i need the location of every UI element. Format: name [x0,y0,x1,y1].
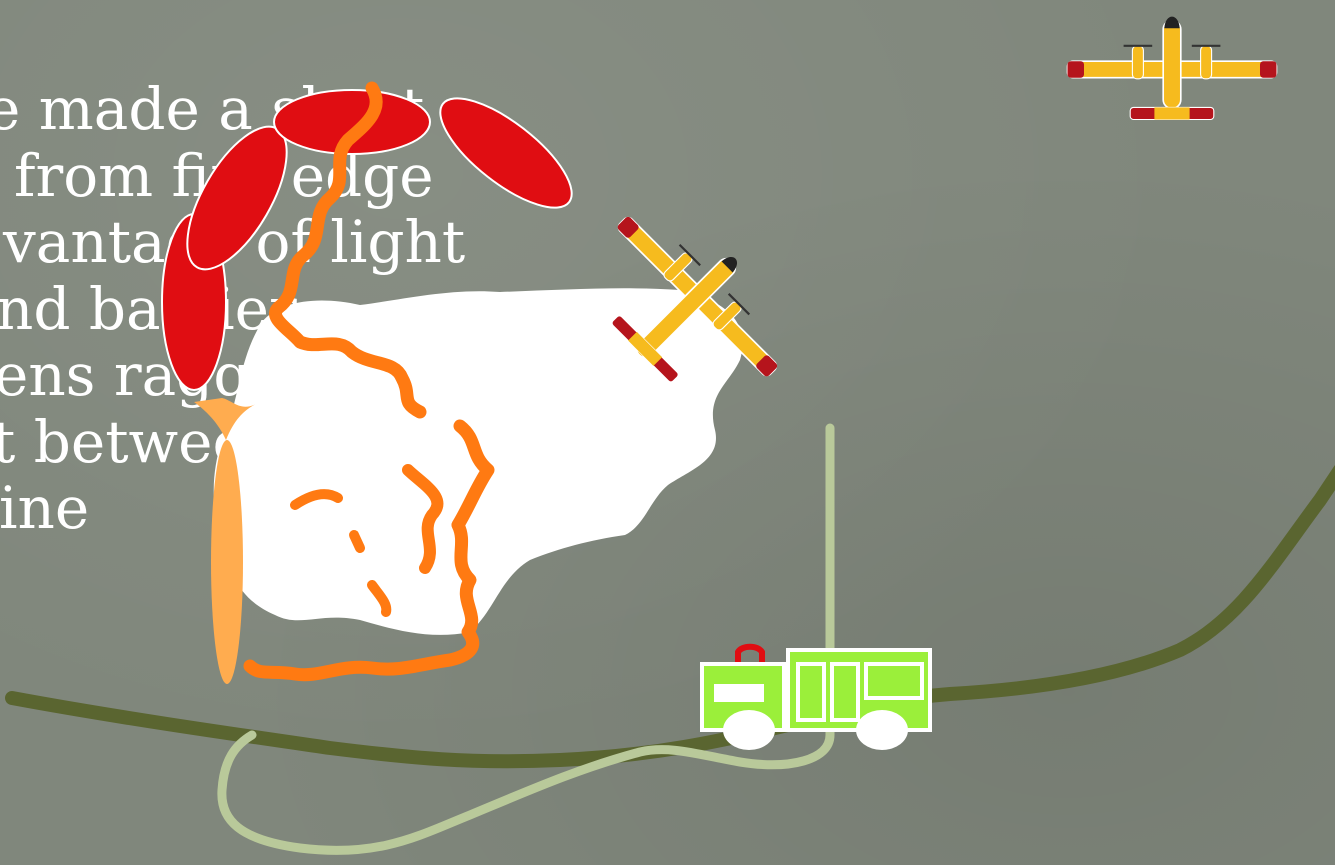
airtanker-nose [1164,17,1179,29]
airtanker-wing-tip [1260,61,1277,77]
engine-window [714,684,764,702]
engine-wheel [723,710,775,750]
fire-spot [354,535,360,548]
ground-line [12,470,1335,761]
engine-wheel [856,710,908,750]
airtanker-icon [1068,17,1277,120]
airtanker-fuselage [1163,20,1181,108]
engine-light-bar [738,647,762,662]
airtanker-tailplane-core [1154,107,1189,119]
airtanker-wing-tip [1068,61,1085,77]
spot-fire [211,440,243,684]
retardant-drop [424,80,587,226]
airtanker-engine [1201,46,1212,79]
airtanker-engine [1132,46,1143,79]
fire-engine-icon [702,647,930,750]
